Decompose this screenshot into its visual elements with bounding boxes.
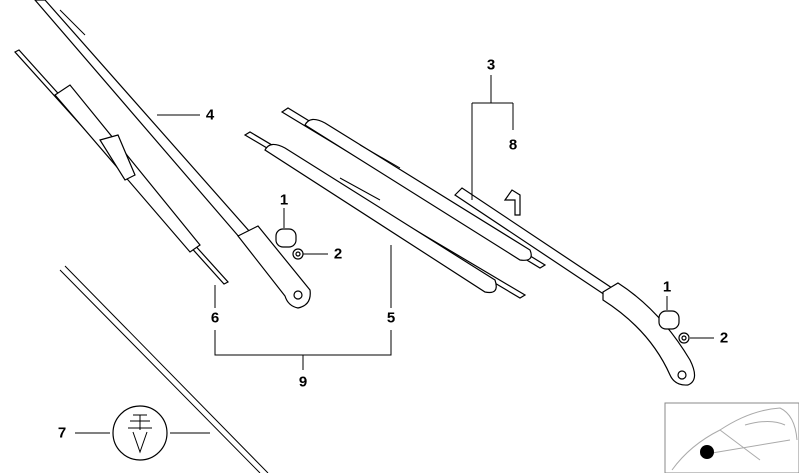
callout-9[interactable]: 9 [298, 373, 308, 391]
callout-1-right[interactable]: 1 [662, 278, 672, 296]
leader-lines [75, 75, 714, 434]
callout-5[interactable]: 5 [386, 309, 396, 327]
wiper-rubber-strip[interactable] [59, 265, 269, 473]
callout-4[interactable]: 4 [205, 106, 215, 124]
callout-8[interactable]: 8 [508, 136, 518, 154]
callout-1[interactable]: 1 [279, 191, 289, 209]
left-wiper-blade[interactable] [14, 49, 229, 285]
callout-2[interactable]: 2 [333, 245, 343, 263]
right-wiper-arm[interactable] [454, 187, 696, 386]
left-wiper-arm[interactable] [34, 0, 311, 309]
callout-3[interactable]: 3 [486, 56, 496, 74]
callout-2-right[interactable]: 2 [719, 329, 729, 347]
middle-wiper-blade[interactable] [243, 107, 547, 299]
nut-left[interactable] [292, 248, 304, 260]
car-location-thumbnail [664, 402, 799, 473]
location-marker-icon [700, 445, 714, 459]
clip[interactable] [503, 189, 521, 216]
callout-6[interactable]: 6 [210, 309, 220, 327]
callout-7[interactable]: 7 [57, 424, 67, 442]
cap-right[interactable] [658, 310, 680, 330]
cap-left[interactable] [275, 228, 297, 248]
nut-right[interactable] [678, 332, 690, 344]
clip-symbol-icon [112, 405, 168, 461]
